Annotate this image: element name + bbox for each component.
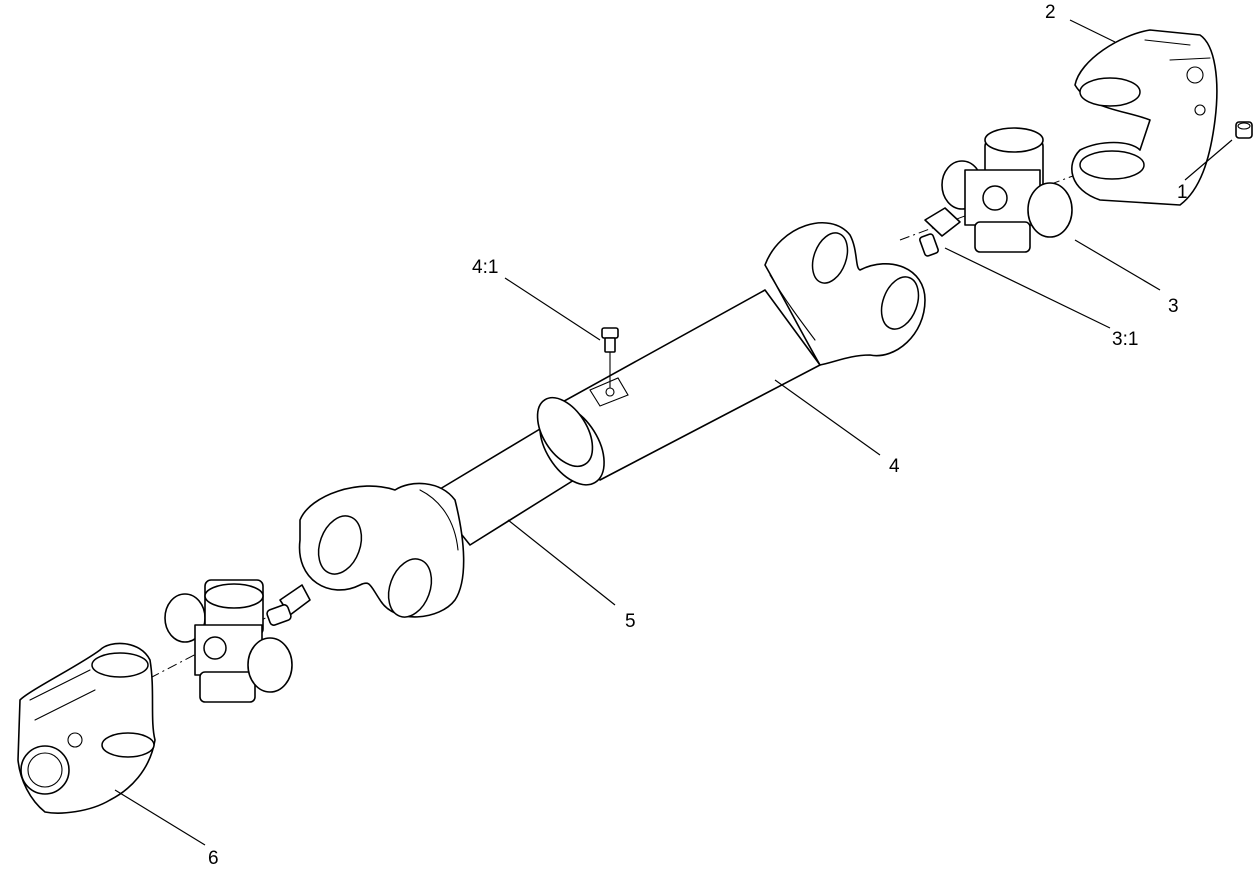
part-1-set-screw <box>1235 121 1253 139</box>
leader-1 <box>1184 139 1233 181</box>
part-4-1-grease-fitting <box>601 327 619 389</box>
part-6-splined-yoke <box>17 642 156 814</box>
cross-bearing-lower <box>164 579 293 703</box>
callout-4-1: 4:1 <box>472 257 498 278</box>
grease-fitting-lower <box>266 584 311 626</box>
part-3-1-grease-fitting <box>919 207 961 257</box>
part-4-outer-tube <box>536 289 821 486</box>
callout-labels: 1 2 3 3:1 4 4:1 5 6 <box>208 2 1188 869</box>
callout-1: 1 <box>1177 182 1188 203</box>
leader-6 <box>114 789 206 846</box>
leader-2 <box>1069 19 1116 43</box>
callout-2: 2 <box>1045 2 1056 23</box>
callout-4: 4 <box>889 456 900 477</box>
part-3-cross-bearing-upper <box>941 127 1073 253</box>
leader-lines <box>114 19 1233 846</box>
part-4-tube-yoke <box>764 221 926 366</box>
callout-3-1: 3:1 <box>1112 329 1138 350</box>
leader-5 <box>507 519 616 606</box>
leader-3-1 <box>944 247 1111 329</box>
callout-5: 5 <box>625 611 636 632</box>
leader-4 <box>774 379 881 456</box>
part-2-yoke <box>1071 29 1218 206</box>
callout-6: 6 <box>208 848 219 869</box>
leader-3 <box>1074 239 1161 291</box>
leader-4-1 <box>504 277 601 341</box>
part-5-tube-yoke <box>298 482 465 618</box>
callout-3: 3 <box>1168 296 1179 317</box>
